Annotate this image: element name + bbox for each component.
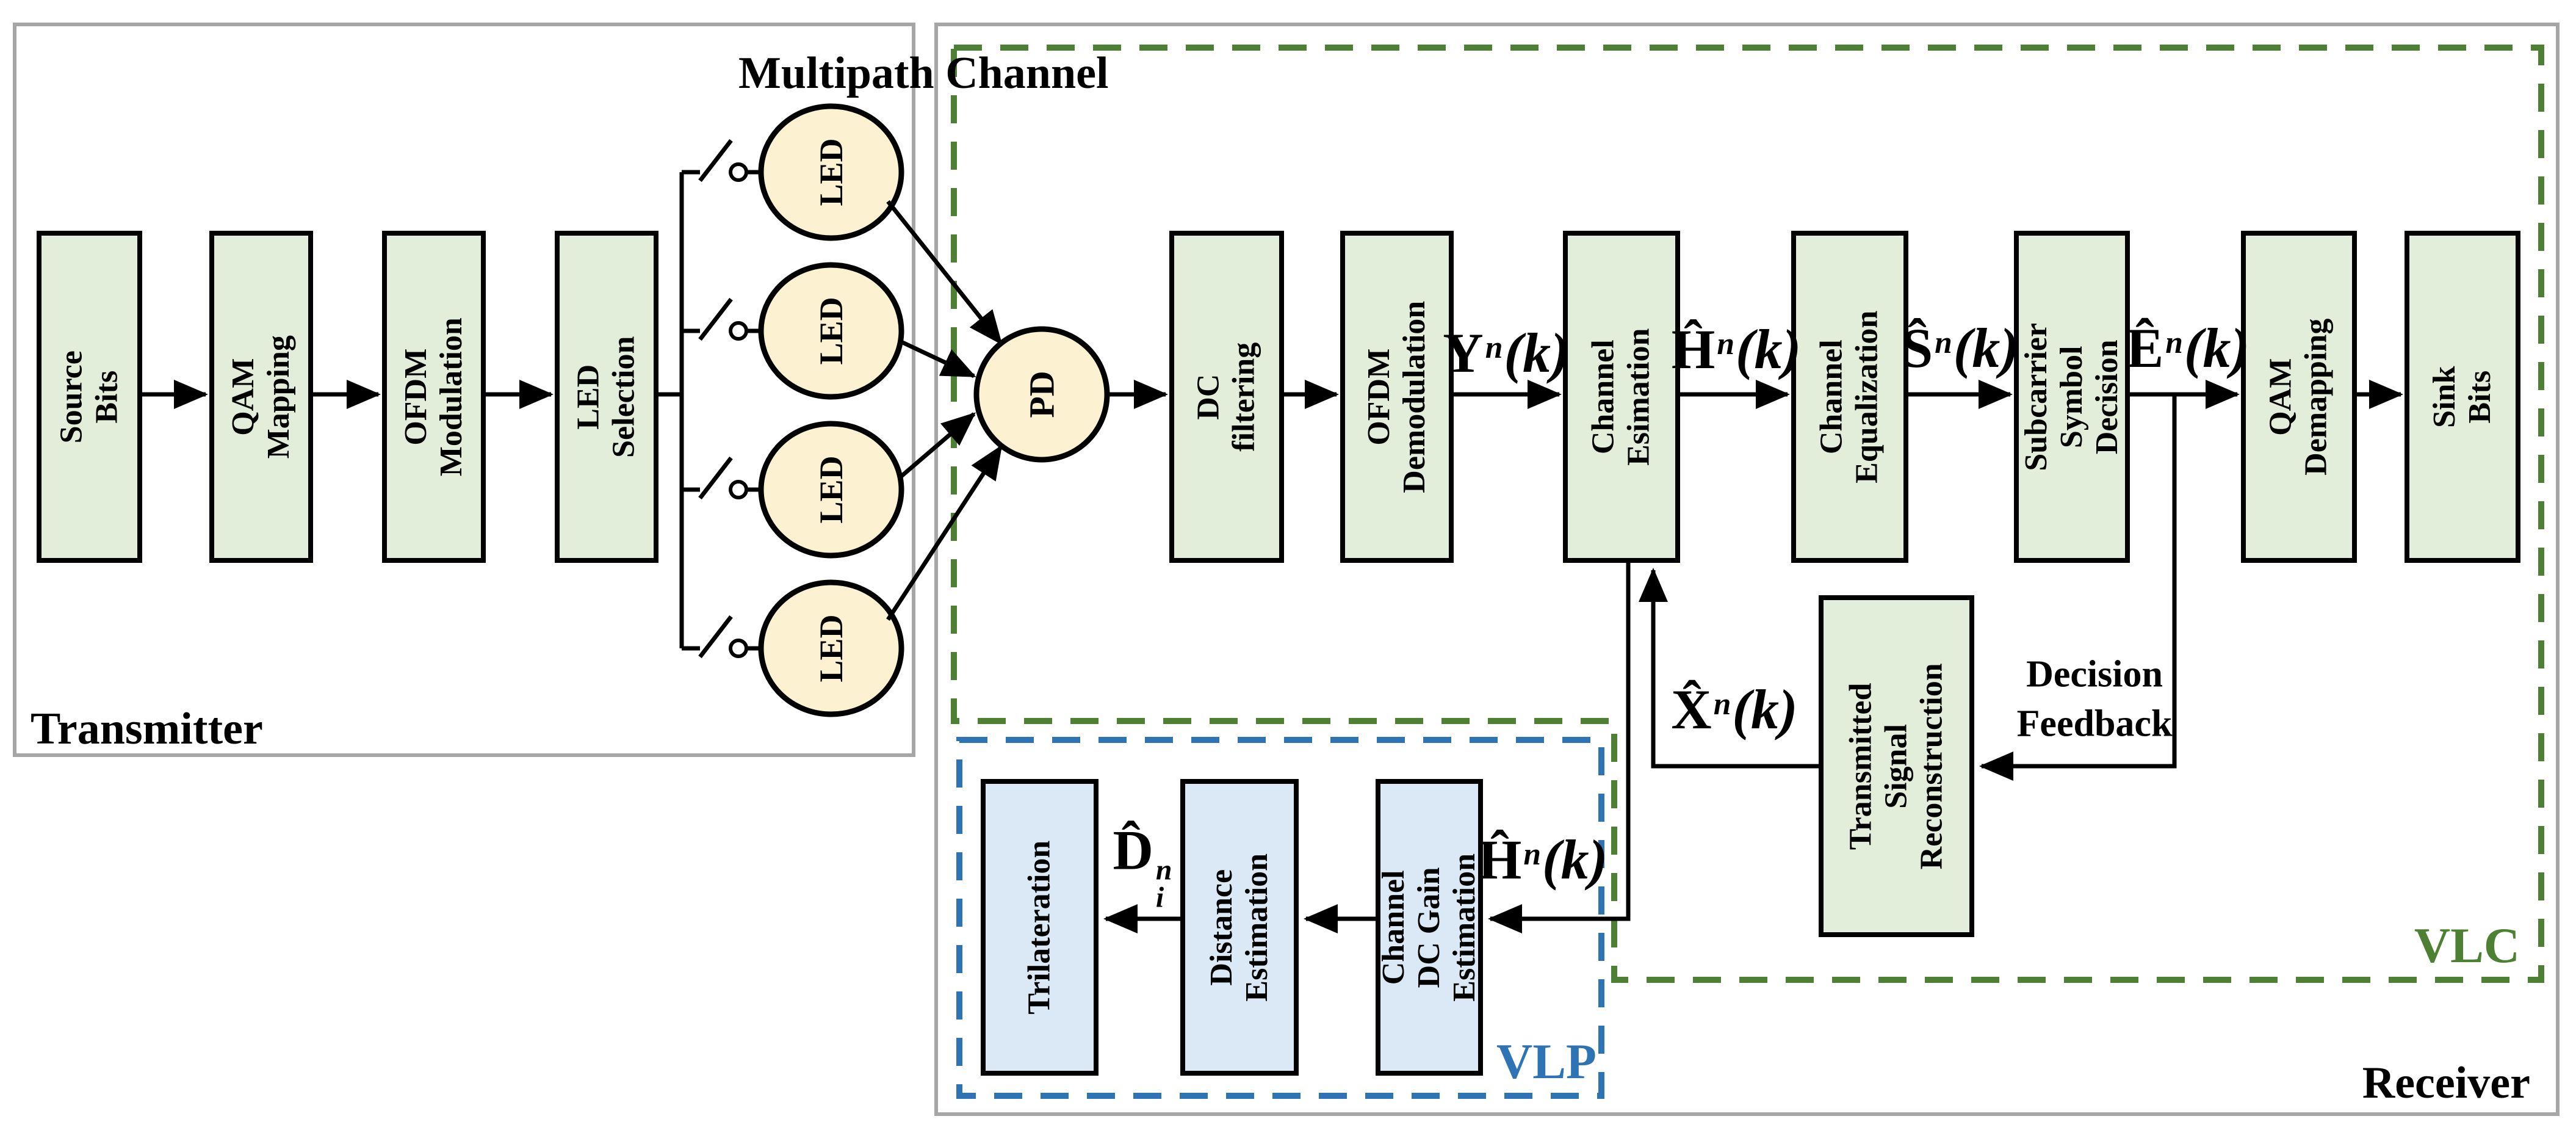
block-channel-estimation: Channel Esimation	[1563, 231, 1680, 563]
block-qam-demapping-label: QAM Demapping	[2263, 318, 2334, 476]
led-4-circle	[758, 579, 904, 717]
vlp-dashed-region	[956, 737, 1604, 1099]
led-4-label: LED	[813, 614, 850, 683]
block-ofdm-demodulation: OFDM Demodulation	[1340, 231, 1454, 563]
led-switch-bank	[658, 139, 762, 659]
block-trilateration-label: Trilateration	[1022, 840, 1057, 1015]
pd-circle	[973, 326, 1110, 463]
block-channel-estimation-label: Channel Esimation	[1586, 328, 1656, 466]
vlc-region-label: VLC	[2414, 918, 2520, 973]
block-source-bits-label: Source Bits	[54, 350, 124, 444]
block-channel-equalization-label: Channel Equalization	[1814, 310, 1885, 484]
signal-label-s: Ŝn(k)	[1901, 317, 2019, 379]
block-trilateration: Trilateration	[981, 779, 1099, 1076]
h-estimate-to-vlp-path	[1488, 563, 1631, 933]
led-switch-3	[682, 456, 762, 500]
vlp-region-label: VLP	[1496, 1034, 1596, 1089]
decision-feedback-label: Decision Feedback	[2016, 653, 2173, 744]
led-2-circle	[758, 262, 904, 400]
led-3-label: LED	[813, 455, 850, 524]
signal-label-x: X̂n(k)	[1671, 678, 1798, 741]
block-led-selection: LED Selection	[555, 231, 658, 563]
block-ofdm-modulation-label: OFDM Modulation	[398, 317, 469, 477]
signal-label-h: Ĥn(k)	[1671, 318, 1802, 380]
block-transmitted-signal-reconstruction: Transmitted Signal Reconstruction	[1819, 595, 1974, 937]
block-transmitted-signal-reconstruction-label: Transmitted Signal Reconstruction	[1843, 663, 1949, 869]
block-qam-mapping-label: QAM Mapping	[225, 335, 296, 459]
block-ofdm-demodulation-label: OFDM Demodulation	[1361, 300, 1432, 493]
block-led-selection-label: LED Selection	[571, 336, 642, 458]
block-ofdm-modulation: OFDM Modulation	[382, 231, 486, 563]
block-subcarrier-symbol-decision-label: Subcarrier Symbol Decision	[2018, 322, 2125, 471]
led-switch-4	[682, 615, 762, 659]
led-to-pd-arrows	[886, 200, 1003, 621]
led-1-circle	[758, 103, 904, 241]
block-source-bits: Source Bits	[37, 231, 142, 563]
signal-label-y: Yn(k)	[1443, 322, 1570, 384]
block-channel-equalization: Channel Equalization	[1791, 231, 1908, 563]
block-qam-mapping: QAM Mapping	[209, 231, 313, 563]
receiver-box	[934, 23, 2560, 1116]
block-dc-filtering-label: DC filtering	[1191, 342, 1261, 452]
block-dc-filtering: DC filtering	[1169, 231, 1284, 563]
led-switch-2	[682, 297, 762, 341]
block-subcarrier-symbol-decision: Subcarrier Symbol Decision	[2014, 231, 2130, 563]
transmitter-box	[13, 23, 915, 757]
multipath-channel-title: Multipath Channel	[738, 48, 1109, 98]
pd-label: PD	[1022, 371, 1062, 418]
led-switch-1	[682, 139, 762, 183]
led-2-label: LED	[813, 297, 850, 365]
receiver-section-label: Receiver	[2362, 1058, 2530, 1108]
decision-feedback-path	[1979, 394, 2177, 781]
led-1-label: LED	[813, 138, 850, 206]
vlc-dashed-region	[951, 45, 2544, 983]
reconstructed-signal-path	[1639, 568, 1819, 769]
signal-label-h-vlp: Ĥn(k)	[1477, 828, 1608, 891]
signal-label-e: Ên(k)	[2126, 317, 2250, 379]
transmitter-section-label: Transmitter	[31, 704, 263, 754]
block-sink-bits: Sink Bits	[2405, 231, 2520, 563]
block-distance-estimation: Distance Estimation	[1180, 779, 1299, 1076]
led-3-circle	[758, 421, 904, 559]
block-distance-estimation-label: Distance Estimation	[1203, 853, 1274, 1002]
block-sink-bits-label: Sink Bits	[2426, 366, 2497, 428]
block-channel-dc-gain-estimation-label: Channel DC Gain Estimation	[1376, 853, 1482, 1002]
block-channel-dc-gain-estimation: Channel DC Gain Estimation	[1376, 779, 1483, 1076]
block-qam-demapping: QAM Demapping	[2241, 231, 2357, 563]
